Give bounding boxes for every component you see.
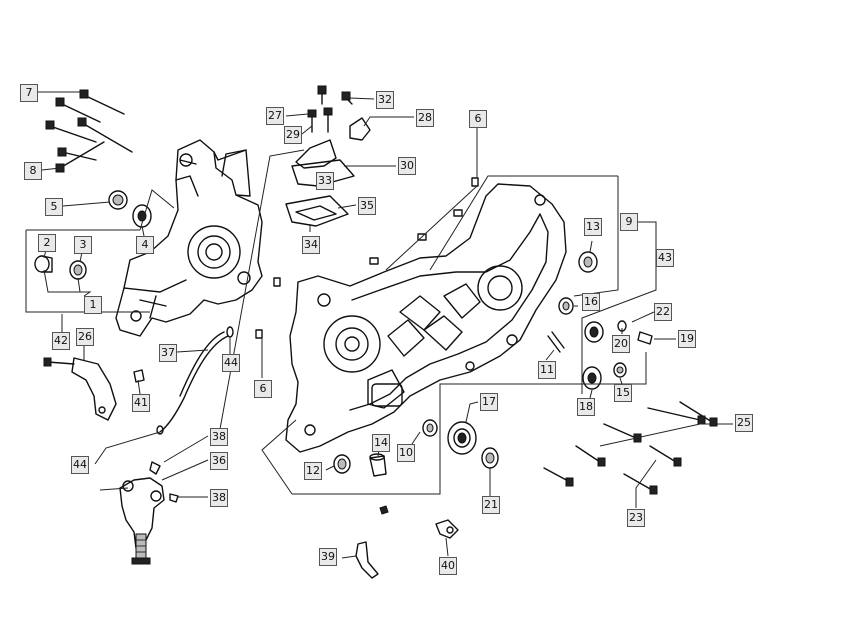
callout-label: 14 — [372, 434, 390, 452]
callout-label: 6 — [254, 380, 272, 398]
bearing-22 — [584, 321, 604, 343]
callout-label: 12 — [304, 462, 322, 480]
seal-16 — [558, 297, 574, 315]
callout-label: 20 — [612, 335, 630, 353]
left-crankcase-half — [115, 139, 263, 337]
callout-label: 28 — [416, 109, 434, 127]
callout-label: 22 — [654, 303, 672, 321]
callout-label: 40 — [439, 557, 457, 575]
callout-label: 44 — [71, 456, 89, 474]
callout-label: 41 — [132, 394, 150, 412]
bolt-19 — [637, 331, 653, 345]
bolt-set-7 — [45, 89, 133, 153]
callout-label: 15 — [614, 384, 632, 402]
callout-label: 34 — [302, 236, 320, 254]
bolt-set-25-23 — [543, 401, 718, 495]
callout-label: 32 — [376, 91, 394, 109]
callout-label: 23 — [627, 509, 645, 527]
callout-label: 10 — [397, 444, 415, 462]
callout-label: 42 — [52, 332, 70, 350]
callout-label: 19 — [678, 330, 696, 348]
oil-hose-37 — [159, 335, 229, 433]
callout-label: 16 — [582, 293, 600, 311]
callout-label: 5 — [45, 198, 63, 216]
callout-label: 11 — [538, 361, 556, 379]
callout-label: 36 — [210, 452, 228, 470]
callout-label: 17 — [480, 393, 498, 411]
bearing-18 — [582, 366, 602, 390]
pin-11 — [547, 335, 561, 353]
nut-41 — [133, 369, 145, 383]
leader-lines — [25, 91, 733, 559]
callout-label: 44 — [222, 354, 240, 372]
callout-label: 43 — [656, 249, 674, 267]
bushing-2 — [34, 255, 50, 273]
callout-label: 37 — [159, 344, 177, 362]
callout-label: 26 — [76, 328, 94, 346]
callout-label: 3 — [74, 236, 92, 254]
callout-label: 27 — [266, 107, 284, 125]
callout-label: 8 — [24, 162, 42, 180]
oil-seal-5 — [108, 190, 128, 210]
callout-label: 4 — [136, 236, 154, 254]
bearing-13 — [578, 251, 598, 273]
callout-label: 6 — [469, 110, 487, 128]
callout-label: 39 — [319, 548, 337, 566]
callout-label: 35 — [358, 197, 376, 215]
callout-label: 9 — [620, 213, 638, 231]
callout-label: 33 — [316, 172, 334, 190]
bushing-14 — [369, 455, 387, 477]
callout-label: 2 — [38, 234, 56, 252]
dowel-pins-6 — [255, 177, 479, 339]
callout-label: 38 — [210, 489, 228, 507]
bracket-39 — [355, 541, 379, 579]
seal-10 — [422, 419, 438, 437]
bearing-15 — [613, 362, 627, 378]
callout-label: 13 — [584, 218, 602, 236]
clip-40 — [435, 519, 459, 539]
right-crankcase-half — [285, 183, 567, 453]
bearing-17 — [447, 421, 477, 455]
intake-parts — [285, 85, 371, 227]
bracket-26 — [43, 357, 117, 421]
callout-label: 38 — [210, 428, 228, 446]
callout-label: 25 — [735, 414, 753, 432]
callout-label: 7 — [20, 84, 38, 102]
bolt-set-8 — [55, 141, 105, 173]
callout-label: 29 — [284, 126, 302, 144]
callout-label: 21 — [482, 496, 500, 514]
callout-label: 30 — [398, 157, 416, 175]
callout-label: 1 — [84, 296, 102, 314]
oil-pump-36 — [119, 477, 165, 565]
bushing-12 — [333, 454, 351, 474]
callout-label: 18 — [577, 398, 595, 416]
